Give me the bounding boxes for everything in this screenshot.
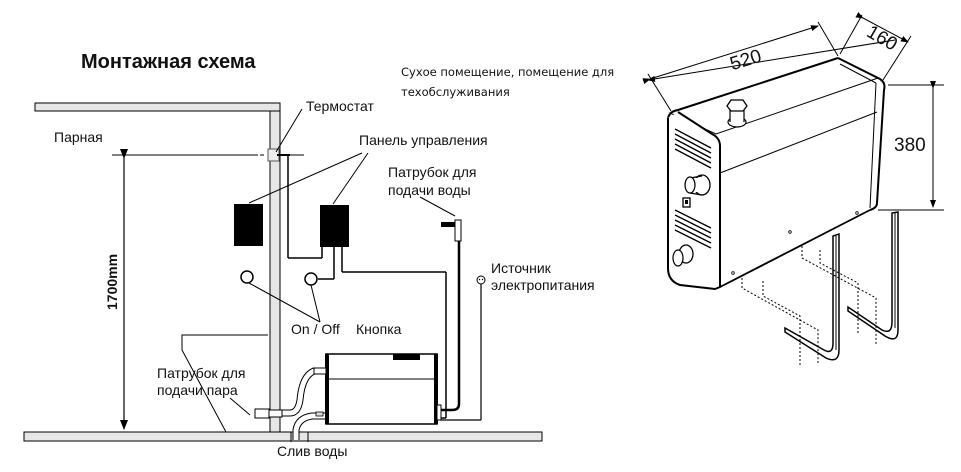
on-off-button-left [240,270,254,284]
dry-room-label-line1: Сухое помещение, помещение для [401,65,615,79]
button-label: Кнопка [356,321,402,337]
on-off-label: On / Off [291,321,340,337]
thermostat-leader [275,108,303,153]
control-panel-leader [332,152,369,205]
dry-room-arrow [647,39,896,82]
power-source-label-line2: электропитания [491,277,595,293]
depth-dimension [839,12,912,81]
control-panel-left [234,204,263,246]
dry-room-label-line2: техобслуживания [401,85,510,99]
control-panel-leader [248,152,363,204]
floor [23,431,543,442]
control-panel-label: Панель управления [359,132,488,148]
water-inlet-leader [419,196,456,217]
drain-label: Слив воды [277,443,348,459]
ceiling [34,102,281,112]
page-title: Монтажная схема [81,51,256,73]
water-inlet [440,219,462,412]
mounting-brackets [784,211,899,361]
height-label: 1700mm [104,253,120,310]
height-dimension [878,81,944,211]
height-dimension-label: 380 [894,135,926,156]
power-source [440,275,486,421]
on-off-button-right [304,272,318,286]
power-source-label-line1: Источник [491,260,551,276]
drain-pipe [290,411,325,442]
hidden-lines [741,246,877,365]
on-off-leader [248,282,321,323]
steam-outlet-leaders [181,334,268,433]
steam-room-label: Парная [54,129,103,145]
steam-outlet-label-line2: подачи пара [157,382,238,398]
control-panel-right [320,205,349,247]
steam-outlet-label-line1: Патрубок для [157,365,246,381]
on-off-leader [310,284,321,323]
thermostat-sensor [267,148,323,259]
steam-generator-unit [667,57,886,291]
steam-hose [254,367,327,419]
water-inlet-label-line2: подачи воды [388,182,471,198]
water-inlet-label-line1: Патрубок для [388,164,477,180]
thermostat-label: Термостат [306,98,374,114]
panel-wires [318,247,447,419]
steam-generator [325,353,442,425]
